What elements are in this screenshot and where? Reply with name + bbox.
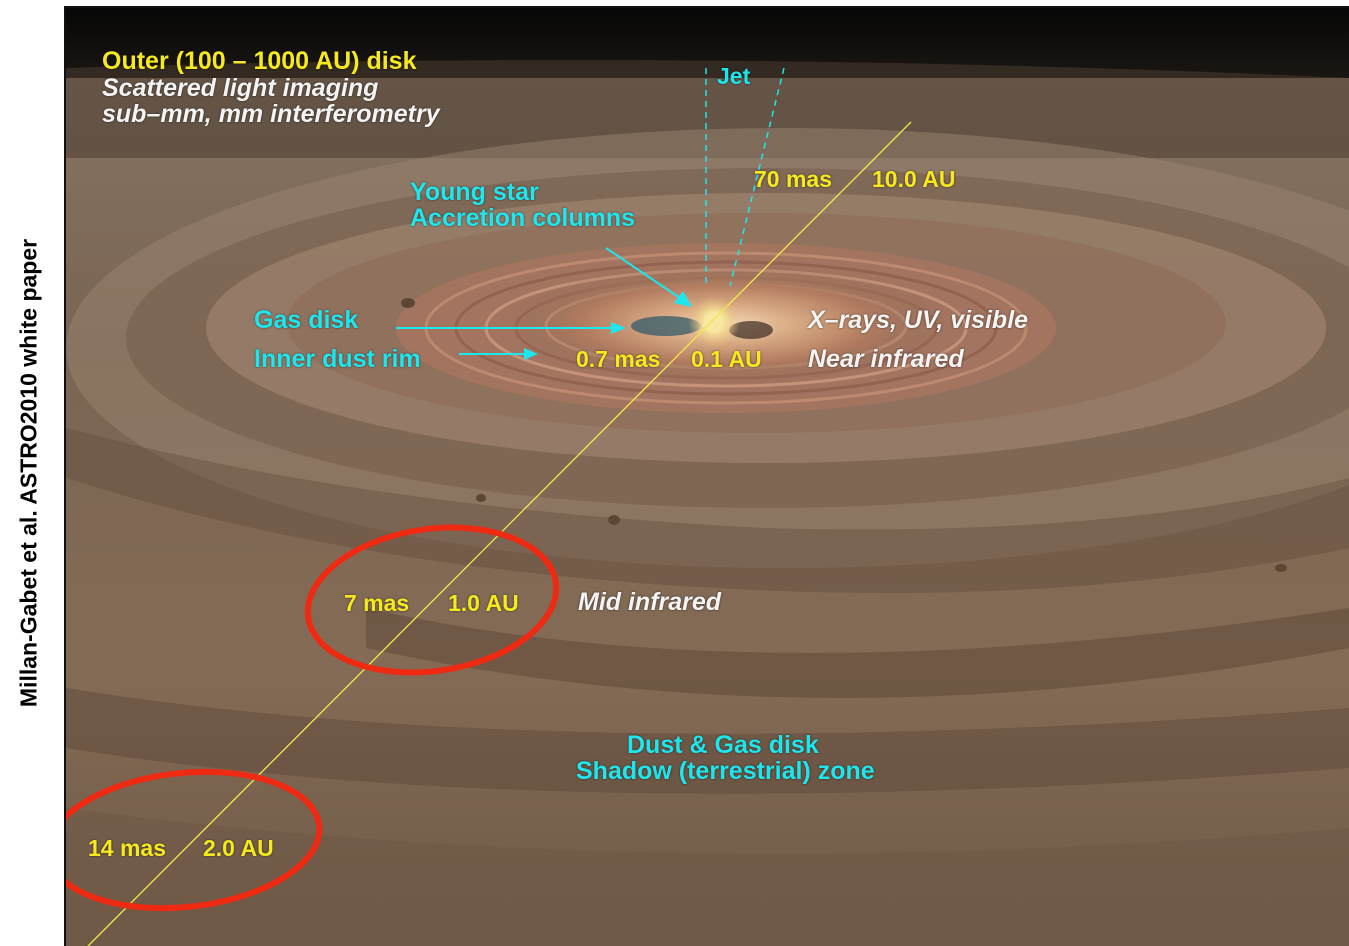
frame-left-border <box>64 6 66 946</box>
scale-2au-au: 2.0 AU <box>203 835 274 861</box>
gas-disk-arrowhead <box>611 322 626 334</box>
dust-gas-disk-label: Dust & Gas disk <box>627 731 819 759</box>
shadow-zone-label: Shadow (terrestrial) zone <box>576 757 875 785</box>
rock-4 <box>1275 564 1287 572</box>
side-caption: Millan-Gabet et al. ASTRO2010 white pape… <box>15 238 42 708</box>
jet-line-right <box>729 67 785 287</box>
xrays-uv-visible-label: X–rays, UV, visible <box>808 306 1029 334</box>
mid-infrared-label: Mid infrared <box>578 588 722 616</box>
star-arrowhead <box>674 291 692 307</box>
near-infrared-label: Near infrared <box>808 345 964 373</box>
inner-dust-rim-label: Inner dust rim <box>254 345 421 373</box>
star-arrow-shaft <box>605 247 681 299</box>
scale-2au-mas: 14 mas <box>88 835 167 861</box>
scale-01au-au: 0.1 AU <box>691 346 762 372</box>
rock-1 <box>401 298 415 308</box>
young-star-label: Young star <box>410 178 539 206</box>
jet-label: Jet <box>717 63 751 89</box>
outer-disk-method-2: sub–mm, mm interferometry <box>102 100 440 128</box>
highlight-2au <box>66 768 323 912</box>
scale-10au-mas: 70 mas <box>754 166 833 192</box>
rim-arrowhead <box>524 348 538 360</box>
scale-10au-au: 10.0 AU <box>872 166 956 192</box>
scale-01au-mas: 0.7 mas <box>576 346 661 372</box>
outer-disk-title: Outer (100 – 1000 AU) disk <box>102 47 417 75</box>
accretion-columns-label: Accretion columns <box>410 204 636 232</box>
scale-1au-mas: 7 mas <box>344 590 410 616</box>
outer-disk-method-1: Scattered light imaging <box>102 74 379 102</box>
gas-disk-label: Gas disk <box>254 306 359 334</box>
disk-artwork <box>66 8 1349 946</box>
highlight-1au <box>304 524 560 676</box>
disk-illustration: Outer (100 – 1000 AU) disk Scattered lig… <box>66 8 1349 946</box>
rock-2 <box>608 515 620 525</box>
scale-1au-au: 1.0 AU <box>448 590 519 616</box>
rock-3 <box>476 494 486 502</box>
frame-top-border <box>64 6 1349 8</box>
